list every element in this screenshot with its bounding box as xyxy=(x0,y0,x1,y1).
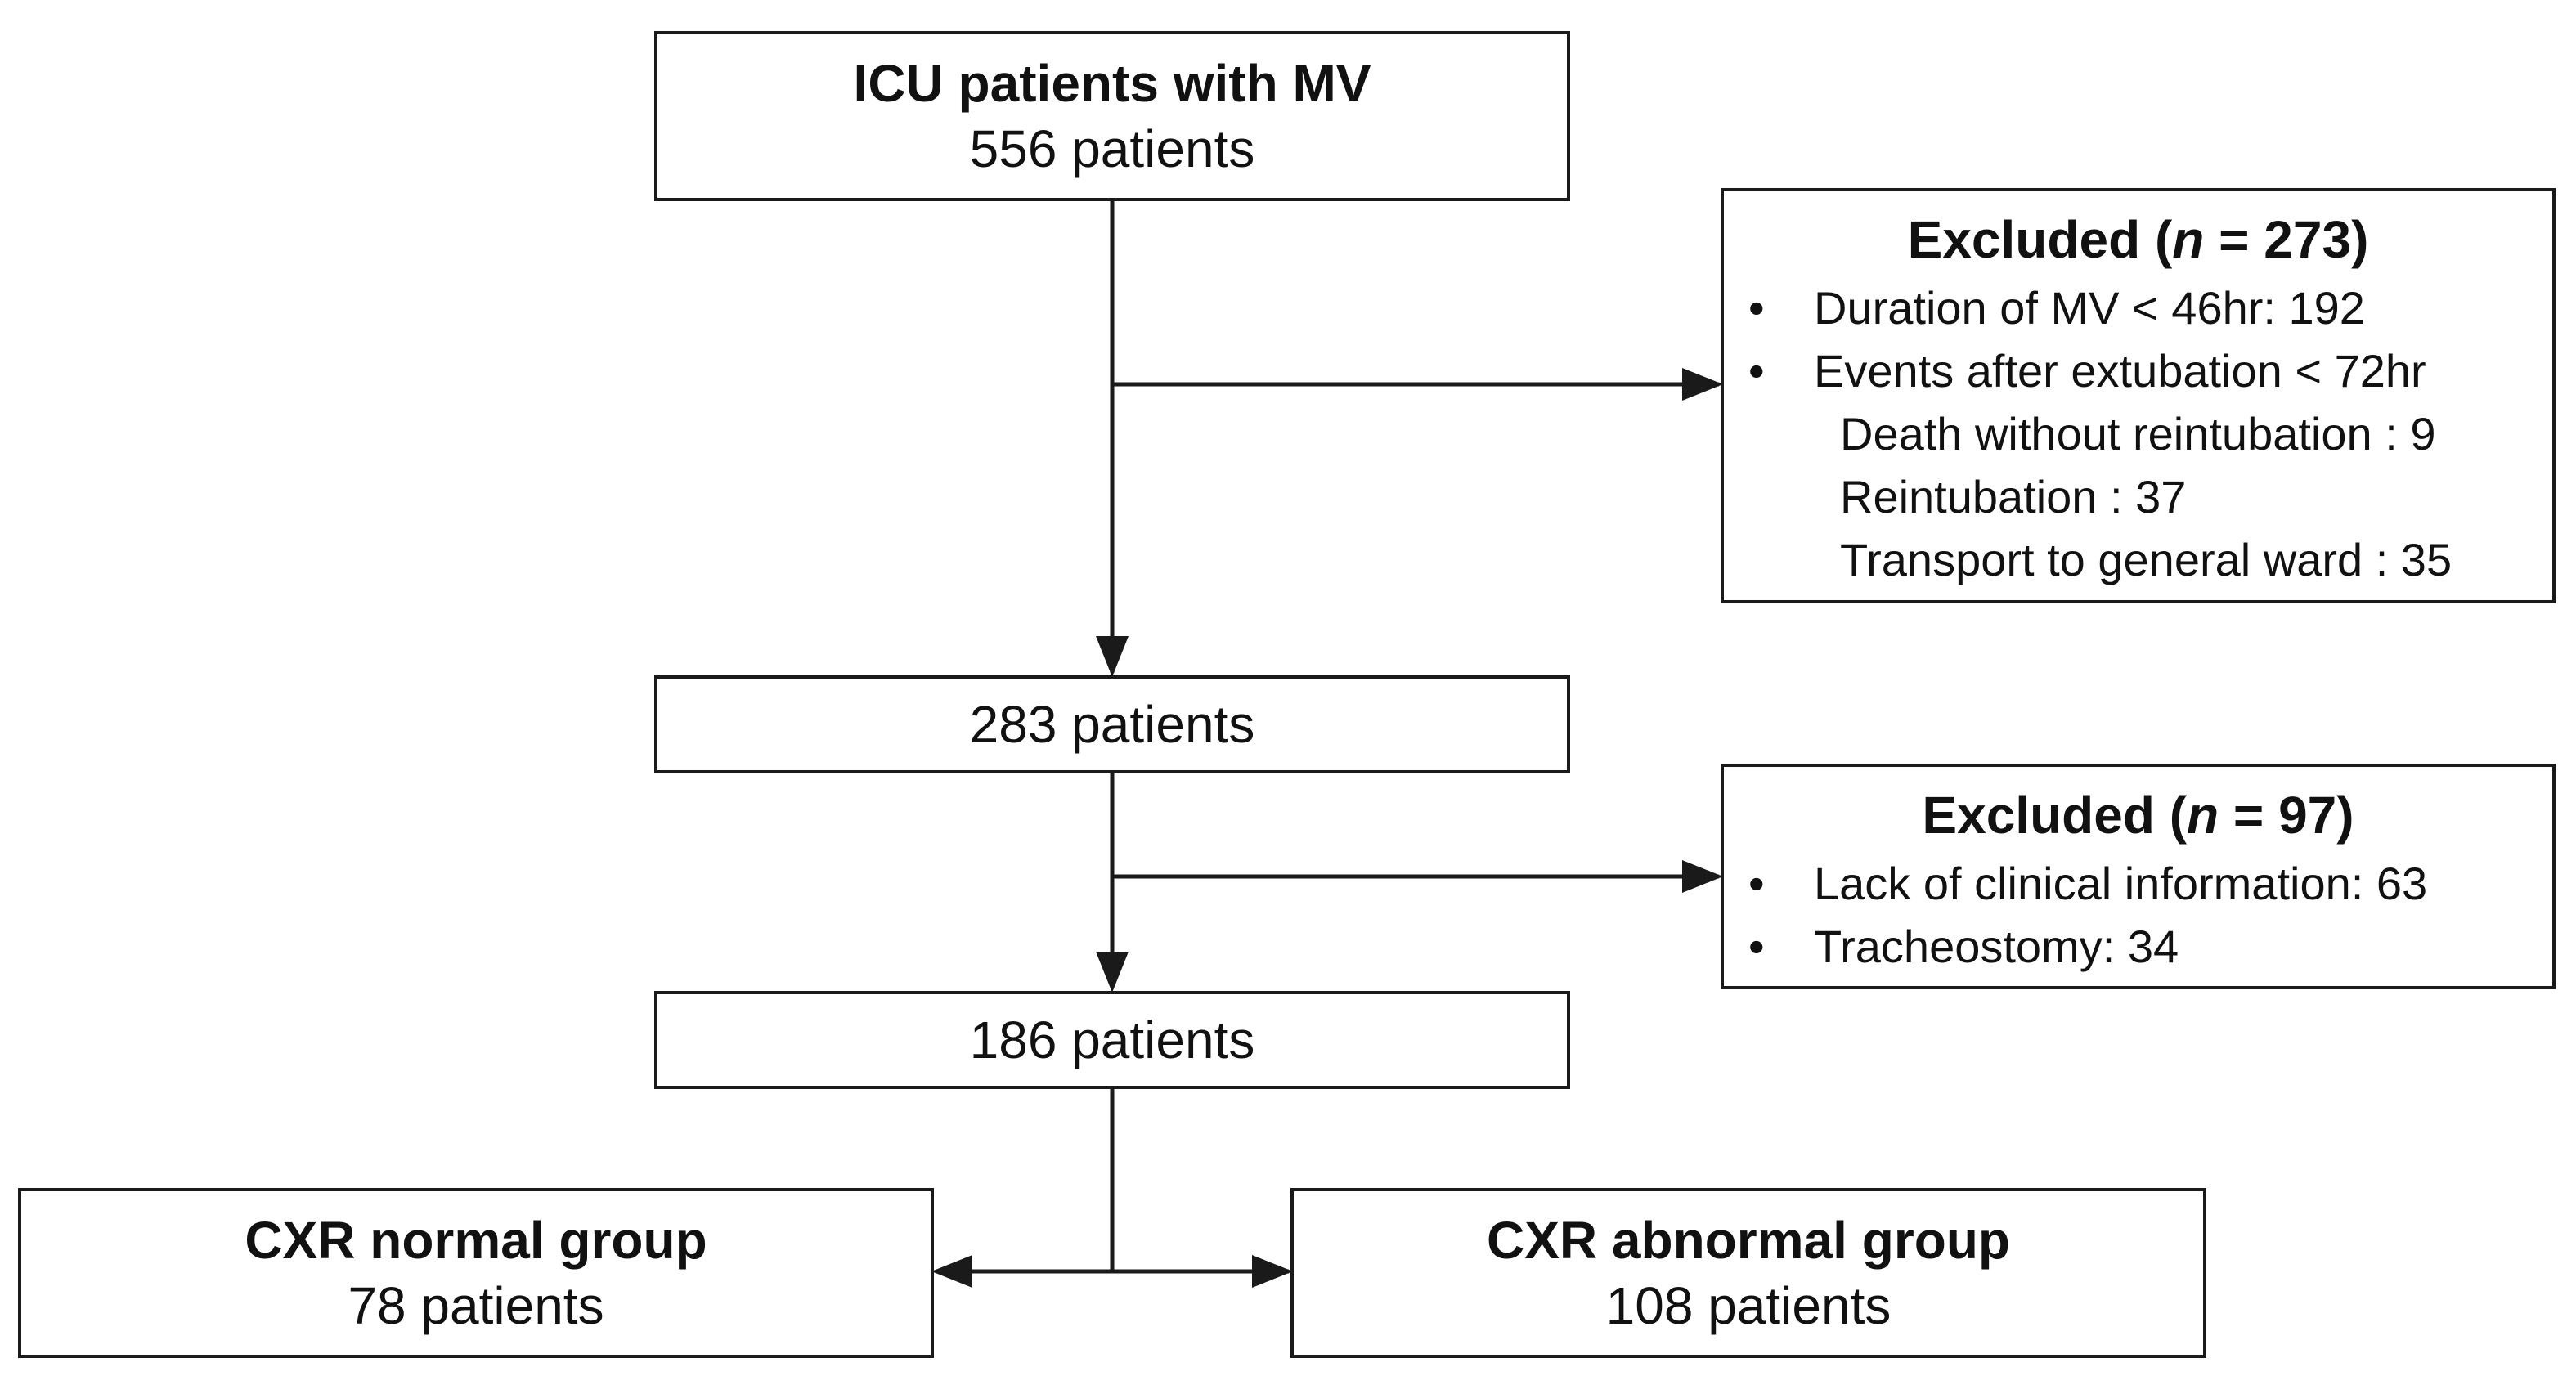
box-283-patients: 283 patients xyxy=(654,675,1570,773)
exclusion-item: Duration of MV < 46hr: 192 xyxy=(1724,276,2552,339)
box-186-patients: 186 patients xyxy=(654,991,1570,1089)
exclusion-title-variable: n xyxy=(2187,786,2219,845)
exclusion-list: Duration of MV < 46hr: 192 Events after … xyxy=(1724,276,2552,591)
exclusion-title-variable: n xyxy=(2172,210,2205,269)
box-count: 186 patients xyxy=(969,1011,1255,1069)
box-count: 556 patients xyxy=(969,119,1255,178)
exclusion-title-suffix: = 273) xyxy=(2204,210,2369,269)
box-count: 78 patients xyxy=(348,1276,604,1335)
exclusion-subitem: Reintubation : 37 xyxy=(1840,471,2187,522)
box-title: CXR abnormal group xyxy=(1486,1211,2011,1270)
box-cxr-normal-group: CXR normal group 78 patients xyxy=(18,1188,934,1358)
exclusion-title: Excluded (n = 97) xyxy=(1724,778,2552,852)
box-count: 283 patients xyxy=(969,695,1255,754)
exclusion-title-suffix: = 97) xyxy=(2219,786,2354,845)
second-exclusion-box: Excluded (n = 97) Lack of clinical infor… xyxy=(1721,764,2556,989)
box-icu-patients: ICU patients with MV 556 patients xyxy=(654,31,1570,201)
exclusion-subitem: Death without reintubation : 9 xyxy=(1840,408,2436,459)
first-exclusion-box: Excluded (n = 273) Duration of MV < 46hr… xyxy=(1721,188,2556,603)
box-title: CXR normal group xyxy=(245,1211,707,1270)
box-count: 108 patients xyxy=(1605,1276,1892,1335)
exclusion-title-prefix: Excluded ( xyxy=(1922,786,2188,845)
exclusion-item: Lack of clinical information: 63 xyxy=(1724,852,2552,915)
exclusion-title: Excluded (n = 273) xyxy=(1724,203,2552,276)
box-cxr-abnormal-group: CXR abnormal group 108 patients xyxy=(1290,1188,2206,1358)
exclusion-item: Tracheostomy: 34 xyxy=(1724,915,2552,978)
exclusion-list: Lack of clinical information: 63 Tracheo… xyxy=(1724,852,2552,978)
exclusion-subitem: Transport to general ward : 35 xyxy=(1840,534,2453,585)
exclusion-item: Events after extubation < 72hr xyxy=(1724,339,2552,402)
box-title: ICU patients with MV xyxy=(853,54,1371,113)
exclusion-title-prefix: Excluded ( xyxy=(1907,210,2173,269)
